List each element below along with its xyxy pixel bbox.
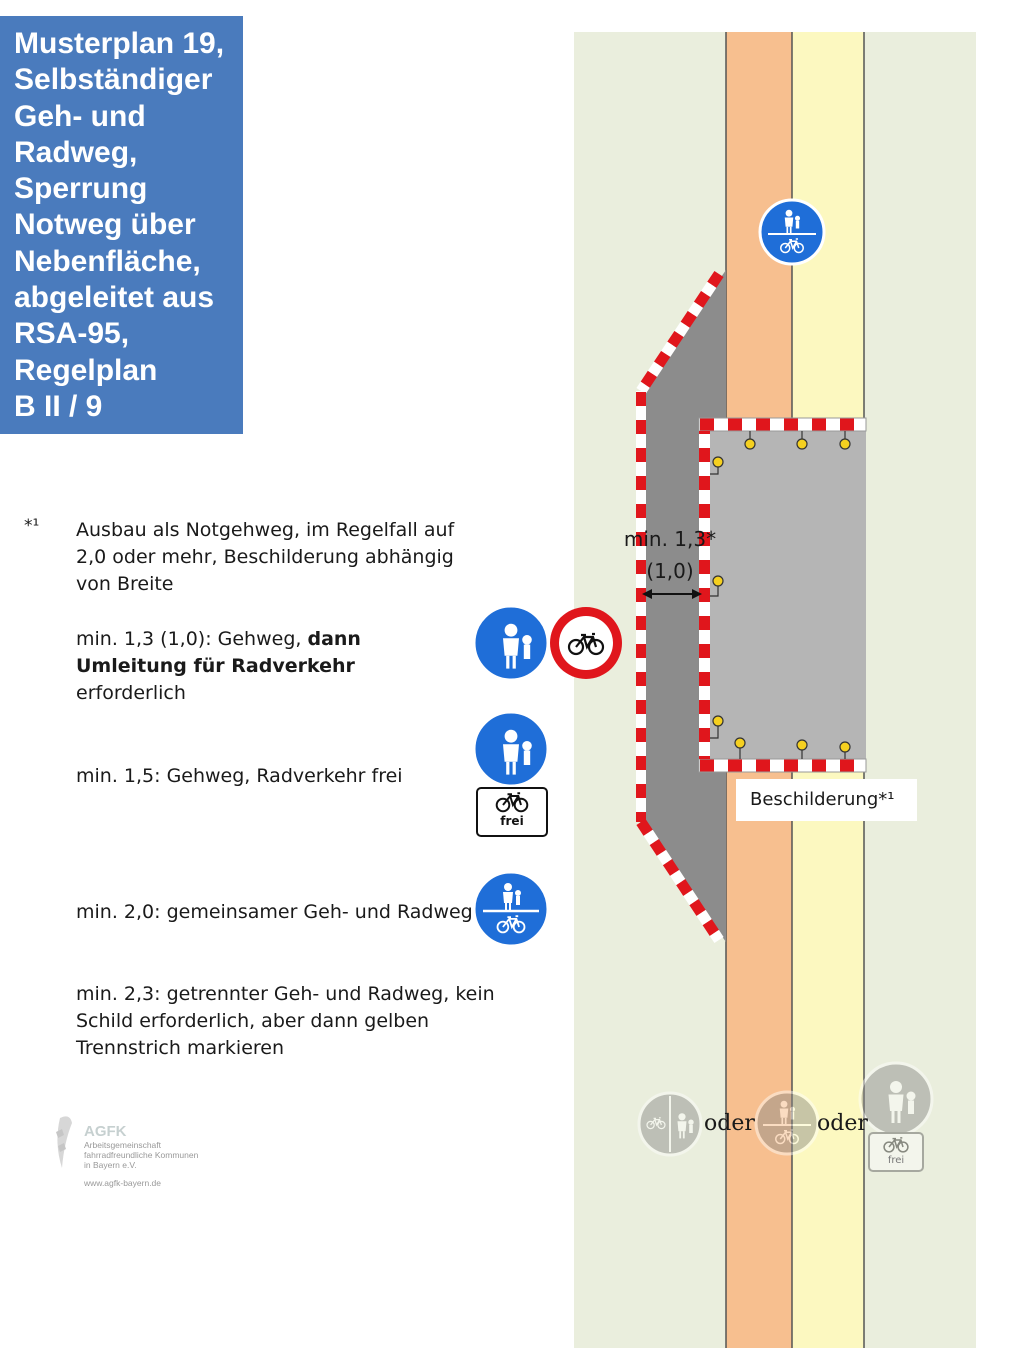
note-2-suffix: erforderlich bbox=[76, 682, 186, 704]
dimension-arrow bbox=[642, 589, 702, 599]
logo-line-2: fahrradfreundliche Kommunen bbox=[84, 1150, 199, 1160]
footnote-marker: *¹ bbox=[24, 516, 40, 536]
separated-path-sign-icon bbox=[637, 1091, 703, 1157]
oder-label-2: oder bbox=[817, 1111, 868, 1136]
pedestrian-bicycle-sign-icon bbox=[758, 198, 826, 266]
alternative-signs bbox=[637, 1061, 934, 1172]
note-2: min. 1,3 (1,0): Gehweg, dann Umleitung f… bbox=[76, 626, 466, 707]
signage-label: Beschilderung*¹ bbox=[736, 779, 917, 821]
logo-line-1: Arbeitsgemeinschaft bbox=[84, 1140, 162, 1150]
workzone-barrier bbox=[698, 417, 867, 773]
frei-label-faded: frei bbox=[887, 1155, 905, 1166]
bicycle-frei-plate bbox=[476, 787, 548, 837]
note-3: min. 1,5: Gehweg, Radverkehr frei bbox=[76, 765, 403, 787]
page-title: Musterplan 19, Selbständiger Geh- und Ra… bbox=[14, 27, 225, 423]
pedestrian-sign-icon bbox=[472, 604, 550, 682]
dimension-line-1: min. 1,3* bbox=[623, 527, 717, 551]
logo-line-3: in Bayern e.V. bbox=[84, 1160, 137, 1170]
logo-url: www.agfk-bayern.de bbox=[84, 1178, 162, 1188]
frei-label: frei bbox=[500, 814, 524, 828]
warning-light-icon bbox=[710, 431, 851, 759]
oder-label-1: oder bbox=[704, 1111, 755, 1136]
note-1: Ausbau als Notgehweg, im Regelfall auf 2… bbox=[76, 519, 455, 595]
note-2-prefix: min. 1,3 (1,0): Gehweg, bbox=[76, 628, 308, 650]
pedestrian-bicycle-sign-icon bbox=[472, 870, 550, 948]
pedestrian-sign-icon bbox=[472, 710, 550, 788]
detour-barrier bbox=[636, 270, 724, 944]
note-5: min. 2,3: getrennter Geh- und Radweg, ke… bbox=[76, 983, 495, 1059]
dimension-line-2: (1,0) bbox=[646, 559, 694, 583]
note-2-bold: dann Umleitung für Radverkehr bbox=[76, 628, 361, 677]
work-zone bbox=[704, 426, 866, 766]
agfk-logo bbox=[56, 1116, 72, 1168]
note-4: min. 2,0: gemeinsamer Geh- und Radweg bbox=[76, 901, 473, 923]
pedestrian-bicycle-sign-icon bbox=[754, 1090, 820, 1156]
title-box: Musterplan 19, Selbständiger Geh- und Ra… bbox=[0, 16, 243, 434]
pedestrian-sign-icon bbox=[858, 1061, 934, 1137]
logo-name: AGFK bbox=[84, 1123, 127, 1140]
no-bicycles-sign-icon bbox=[550, 607, 622, 679]
logo-text: AGFK Arbeitsgemeinschaft fahrradfreundli… bbox=[84, 1123, 198, 1188]
